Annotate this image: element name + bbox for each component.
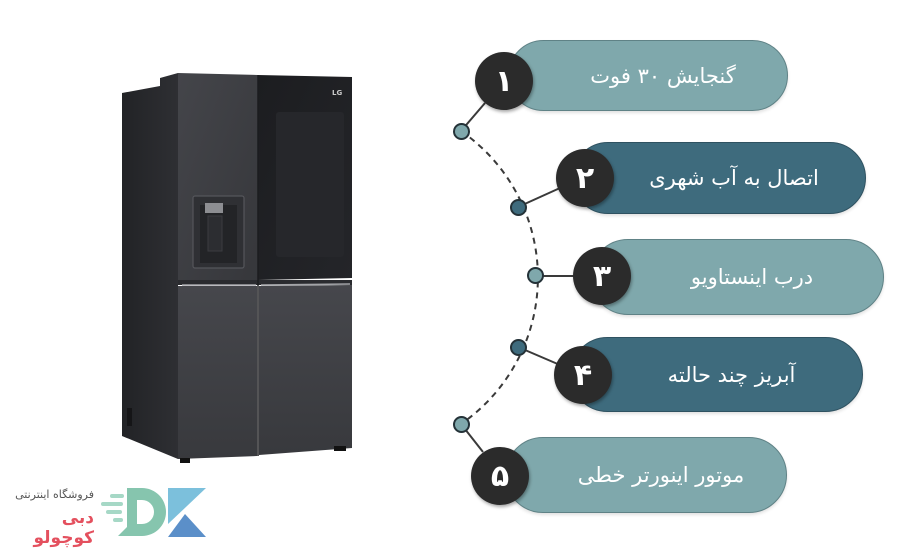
timeline-dot-5 [453, 416, 470, 433]
feature-label-1: گنجایش ۳۰ فوت [590, 63, 736, 88]
fridge-lower-right-door [259, 285, 352, 455]
store-logo-subtitle: فروشگاه اینترنتی [15, 488, 94, 501]
feature-number-5: ۵ [471, 447, 529, 505]
timeline-dot-3 [527, 267, 544, 284]
lower-right-handle [260, 283, 351, 286]
fridge-vent [127, 408, 132, 426]
feature-label-4: آبریز چند حالته [667, 362, 796, 387]
fridge-foot [334, 446, 346, 451]
fridge-side-panel [122, 73, 178, 459]
feature-pill-2: اتصال به آب شهری [572, 142, 866, 214]
feature-label-5: موتور اینورتر خطی [577, 463, 745, 487]
timeline-dot-2 [510, 199, 527, 216]
fridge-foot [180, 458, 190, 463]
feature-number-1: ۱ [475, 52, 533, 110]
store-logo-name: دبی کوچولو [33, 508, 95, 548]
feature-label-2: اتصال به آب شهری [649, 166, 819, 190]
timeline-dot-4 [510, 339, 527, 356]
instaview-glass-panel [276, 112, 344, 257]
door-gap [178, 280, 352, 285]
lg-logo: LG [332, 89, 343, 97]
feature-pill-5: موتور اینورتر خطی [505, 437, 787, 513]
feature-number-2: ۲ [556, 149, 614, 207]
dispenser-paddle [207, 215, 223, 252]
feature-label-3: درب اینستاویو [690, 265, 814, 289]
feature-number-3: ۳ [573, 247, 631, 305]
feature-pill-4: آبریز چند حالته [570, 337, 863, 412]
feature-number-4: ۴ [554, 346, 612, 404]
dispenser-nozzle [205, 203, 223, 213]
feature-pill-3: درب اینستاویو [590, 239, 884, 315]
timeline-dot-1 [453, 123, 470, 140]
feature-pill-1: گنجایش ۳۰ فوت [508, 40, 788, 111]
fridge-lower-left-door [178, 286, 257, 459]
